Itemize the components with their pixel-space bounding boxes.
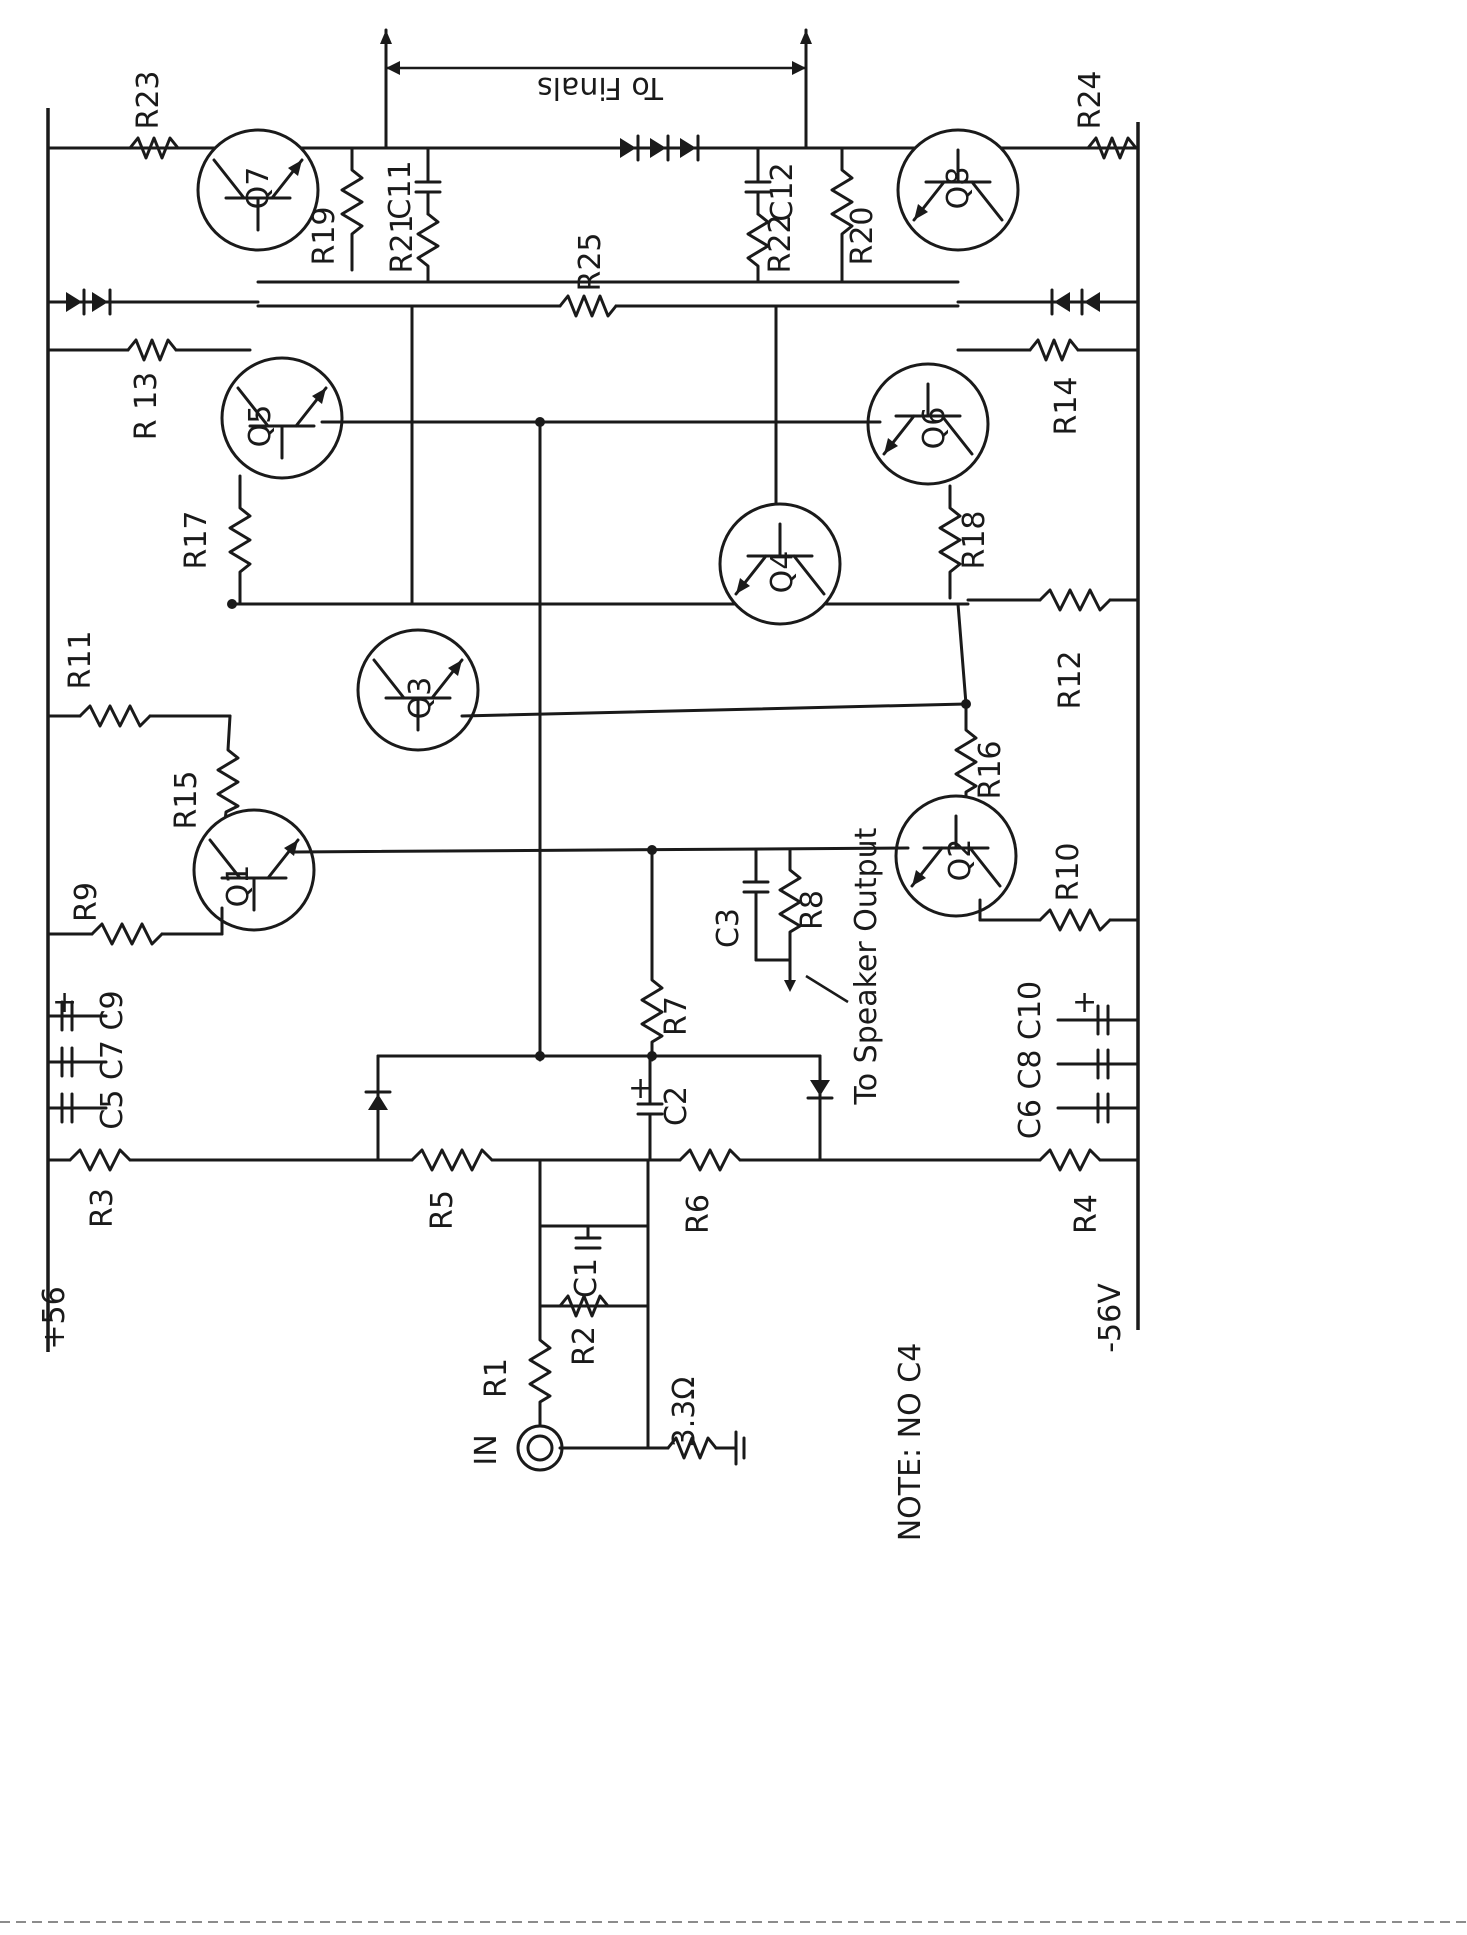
r8-label: R8	[795, 890, 830, 930]
r17-label: R17	[179, 510, 214, 569]
resistor-r20: R20	[830, 146, 880, 284]
q6-label: Q6	[917, 407, 952, 450]
r6-label: R6	[681, 1194, 716, 1234]
q5-label: Q5	[243, 405, 278, 448]
r1-label: R1	[479, 1358, 514, 1398]
transistor-q5	[220, 356, 344, 480]
r9-label: R9	[69, 882, 104, 922]
zener-top	[46, 288, 260, 316]
r15-label: R15	[169, 770, 204, 829]
resistor-r21: R21	[385, 212, 440, 284]
input-pair-base-line	[292, 845, 910, 855]
resistor-r23: R23	[128, 70, 180, 160]
q3-collector-line	[460, 702, 968, 718]
cap-bank-positive-label: C5 C7 C9	[95, 990, 130, 1129]
resistor-r11: R11	[46, 630, 232, 728]
r20-label: R20	[845, 206, 880, 265]
cap-bank-positive-plus: +	[52, 985, 77, 1020]
capacitor-c1: C1	[569, 1224, 604, 1298]
q1-label: Q1	[221, 865, 256, 908]
input-resistor-label: 3.3Ω	[667, 1377, 702, 1448]
r14-label: R14	[1049, 376, 1084, 435]
r22-label: R22	[763, 214, 798, 273]
capacitor-c11: C11	[383, 146, 442, 220]
input-ground-resistor: 3.3Ω	[646, 1377, 746, 1466]
c12-label: C12	[765, 162, 800, 221]
resistor-r24: R24	[1073, 70, 1138, 160]
r18-label: R18	[957, 510, 992, 569]
cap-bank-negative-plus: +	[1072, 985, 1097, 1020]
positive-rail: +56	[37, 108, 72, 1352]
right-node-line	[956, 602, 968, 706]
q4-label: Q4	[765, 551, 800, 594]
capacitor-c2: + C2	[628, 1054, 694, 1162]
r2-label: R2	[567, 1326, 602, 1366]
speaker-arrow	[805, 974, 849, 1004]
resistor-r12: R12	[966, 588, 1140, 710]
lower-bias-chain	[46, 1148, 1140, 1172]
c1-label: C1	[569, 1258, 604, 1298]
r21-label: R21	[385, 214, 420, 273]
resistor-r7: R7	[640, 848, 694, 1062]
to-speaker-label: To Speaker Output	[849, 827, 884, 1105]
c3-label: C3	[711, 908, 746, 948]
diode-string	[620, 134, 700, 162]
resistor-r15: R15	[169, 714, 240, 832]
r4-label: R4	[1069, 1194, 1104, 1234]
resistor-r19: R19	[307, 146, 364, 272]
cap-bank-negative: + C6 C8 C10	[1013, 981, 1140, 1139]
r3-label: R3	[85, 1188, 120, 1228]
r23-label: R23	[131, 70, 166, 129]
q5-q6-bias-line	[320, 417, 882, 1062]
capacitor-c12: C12	[744, 146, 800, 222]
negative-rail: -56V	[1093, 122, 1140, 1353]
r10-label: R10	[1051, 842, 1086, 901]
capacitor-c3: C3	[711, 848, 770, 962]
zener-bottom	[956, 288, 1140, 316]
r16-label: R16	[973, 740, 1008, 799]
resistor-r16: R16	[954, 702, 1008, 812]
q3-label: Q3	[403, 677, 438, 720]
resistor-r2: R2	[558, 1294, 610, 1366]
resistor-r10: R10	[978, 842, 1140, 932]
resistor-r8: R8	[754, 848, 830, 992]
q8-label: Q8	[941, 167, 976, 210]
resistor-r9: R9	[46, 882, 224, 946]
r25-label: R25	[573, 232, 608, 291]
note-text: NOTE: NO C4	[893, 1343, 928, 1542]
positive-rail-label: +56	[37, 1286, 72, 1349]
resistor-r13: R 13	[46, 338, 252, 441]
c11-label: C11	[383, 160, 418, 219]
resistor-r22: R22	[746, 212, 798, 284]
input-network	[538, 1158, 650, 1450]
node-lines	[227, 304, 970, 609]
resistor-r1: R1	[479, 1304, 552, 1428]
to-finals-label: To Finals	[537, 70, 664, 105]
q7-label: Q7	[241, 167, 276, 210]
r13-label: R 13	[129, 372, 164, 441]
r12-label: R12	[1053, 650, 1088, 709]
cap-bank-negative-label: C6 C8 C10	[1013, 981, 1048, 1139]
bias-diode-loop	[364, 1051, 834, 1162]
resistor-r25: R25	[256, 232, 960, 318]
resistor-r14: R14	[956, 338, 1140, 436]
r5-label: R5	[425, 1190, 460, 1230]
r11-label: R11	[63, 630, 98, 689]
c2-label: C2	[659, 1086, 694, 1126]
input-label: IN	[469, 1434, 504, 1465]
resistor-r18: R18	[938, 484, 992, 600]
c2-plus: +	[628, 1071, 653, 1106]
negative-rail-label: -56V	[1093, 1283, 1128, 1353]
r7-label: R7	[659, 996, 694, 1036]
q2-label: Q2	[943, 839, 978, 882]
r24-label: R24	[1073, 70, 1108, 129]
cap-bank-positive: + C5 C7 C9	[46, 985, 130, 1130]
resistor-r17: R17	[179, 474, 252, 606]
r19-label: R19	[307, 206, 342, 265]
input-jack[interactable]: IN	[469, 1424, 650, 1472]
